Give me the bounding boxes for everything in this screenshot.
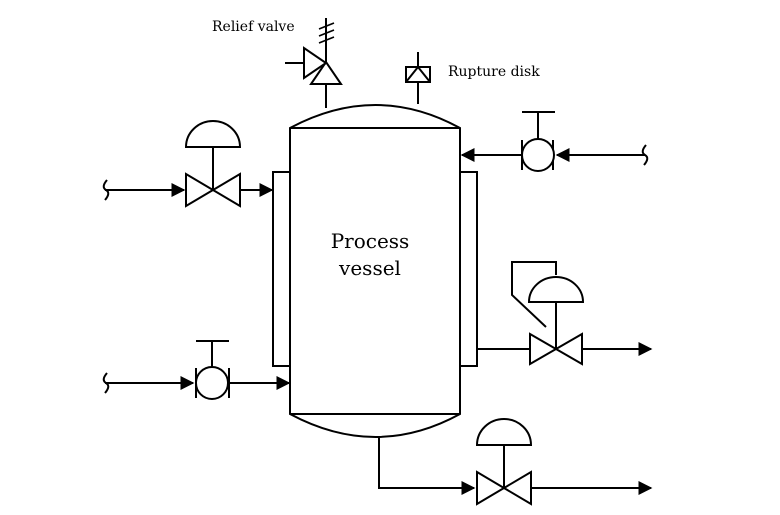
- left-upper-inlet: [102, 120, 274, 208]
- right-middle-outlet: [477, 261, 653, 366]
- right-upper-inlet: [460, 111, 649, 172]
- rupture-disk-label: Rupture disk: [448, 64, 540, 80]
- vessel-label-line2: vessel: [338, 256, 401, 280]
- vessel-label-line1: Process: [331, 229, 410, 253]
- rupture-disk: [405, 52, 431, 104]
- process-vessel: [289, 104, 461, 438]
- bottom-outlet: [378, 418, 653, 506]
- relief-valve: [285, 18, 343, 108]
- right-jacket: [459, 171, 478, 367]
- left-lower-inlet: [102, 340, 291, 400]
- left-jacket: [272, 171, 291, 367]
- relief-valve-label: Relief valve: [212, 19, 295, 35]
